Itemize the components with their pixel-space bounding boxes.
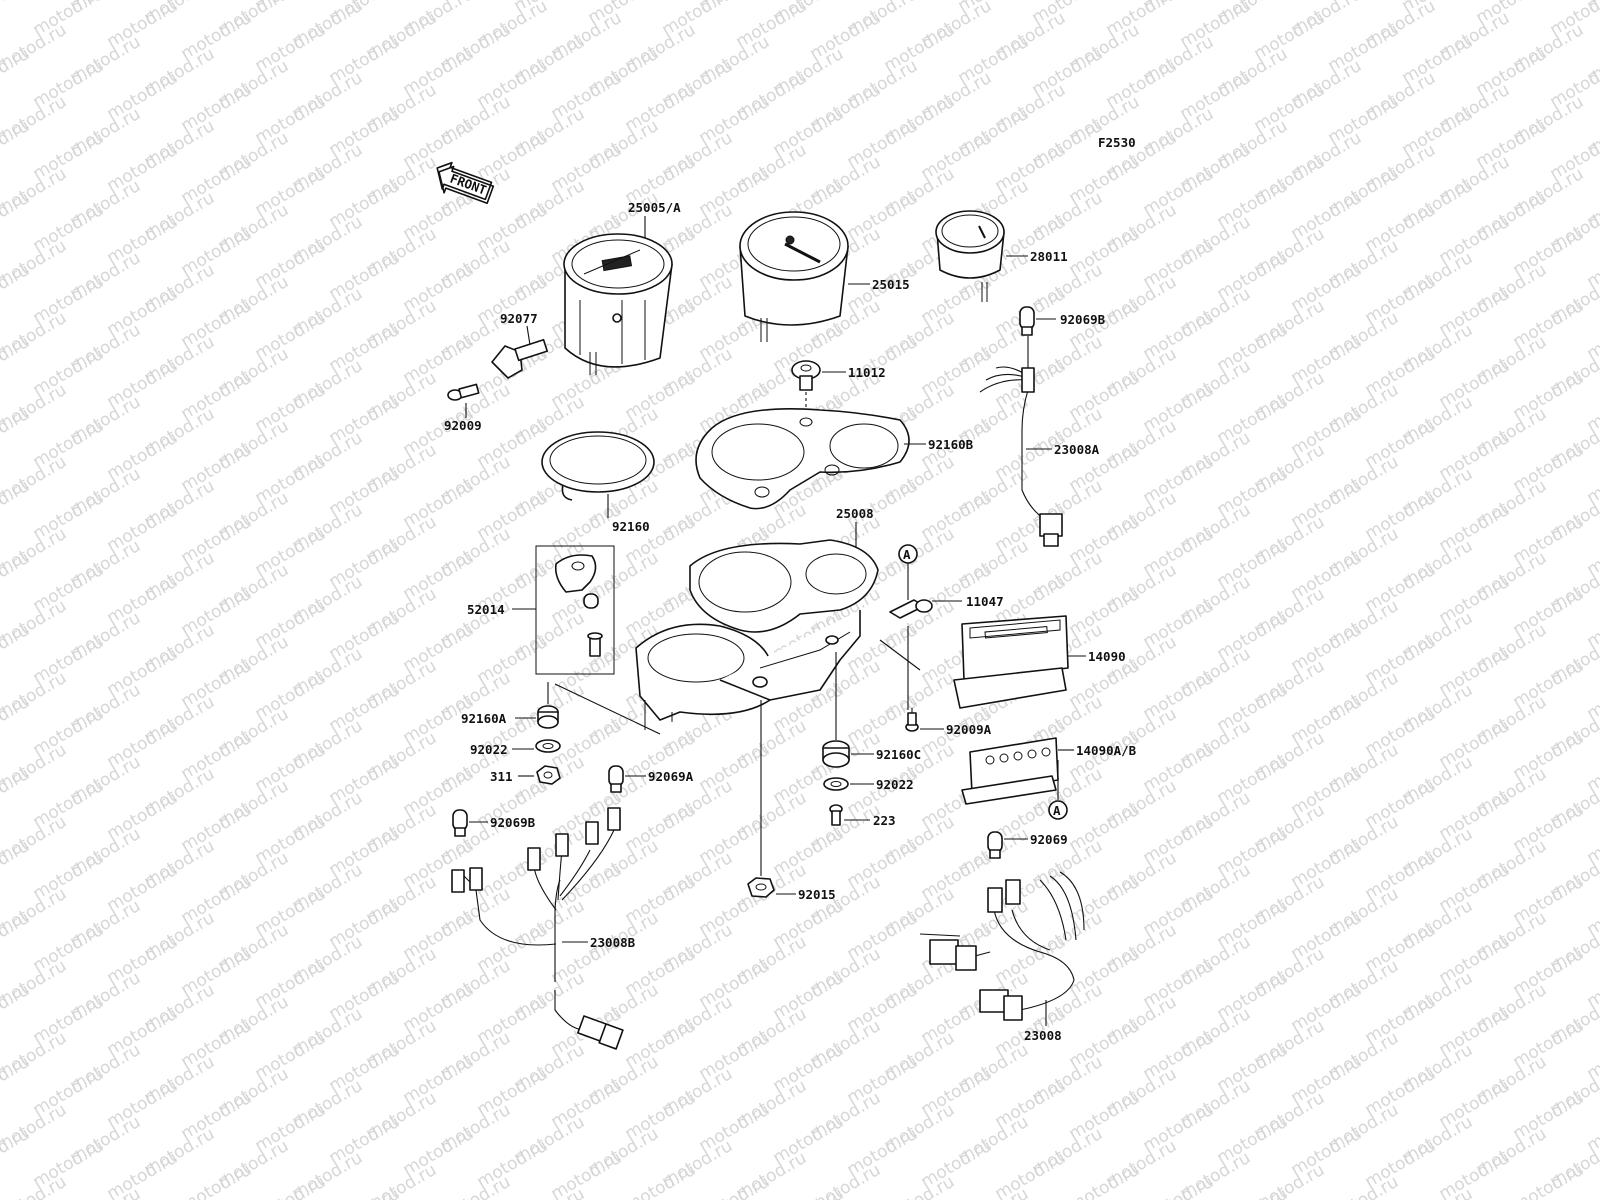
label-92160: 92160 <box>612 519 650 534</box>
label-92077: 92077 <box>500 311 538 326</box>
label-23008B: 23008B <box>590 935 636 950</box>
bulb-92069B-bottom <box>453 810 467 836</box>
label-25008: 25008 <box>836 506 874 521</box>
bulb-92069 <box>988 832 1002 858</box>
label-11012: 11012 <box>848 365 886 380</box>
watermark-text: motod.ru <box>548 1148 626 1200</box>
label-11047: 11047 <box>966 594 1004 609</box>
watermark-text: motod.ru <box>1066 1160 1144 1200</box>
label-92022-left: 92022 <box>470 742 508 757</box>
speedometer-25005 <box>564 234 672 375</box>
label-25015: 25015 <box>872 277 910 292</box>
label-23008A: 23008A <box>1054 442 1100 457</box>
watermark-text: motod.ru <box>1510 1160 1588 1200</box>
label-223: 223 <box>873 813 896 828</box>
ref-marker-a-bottom: A <box>1049 801 1067 819</box>
label-92160B: 92160B <box>928 437 974 452</box>
svg-text:A: A <box>903 547 911 562</box>
label-92069A: 92069A <box>648 769 694 784</box>
label-92160A: 92160A <box>461 711 507 726</box>
label-92009: 92009 <box>444 418 482 433</box>
label-92069: 92069 <box>1030 832 1068 847</box>
bulb-92069A <box>609 766 623 792</box>
screw-223 <box>830 805 842 825</box>
label-23008: 23008 <box>1024 1028 1062 1043</box>
grommet-11012 <box>792 361 820 390</box>
washer-92022-right <box>824 778 848 790</box>
label-14090AB: 14090A/B <box>1076 743 1137 758</box>
grommet-92160A <box>538 706 558 728</box>
label-92160C: 92160C <box>876 747 921 762</box>
label-311: 311 <box>490 769 513 784</box>
label-92022-right: 92022 <box>876 777 914 792</box>
svg-text:A: A <box>1053 803 1061 818</box>
label-28011: 28011 <box>1030 249 1068 264</box>
label-92069B-top: 92069B <box>1060 312 1106 327</box>
washer-92022-left <box>536 740 560 752</box>
label-92009A: 92009A <box>946 722 992 737</box>
label-14090: 14090 <box>1088 649 1126 664</box>
bulb-92069B-top <box>1020 307 1034 335</box>
watermark-text: motod.ru <box>0 0 33 28</box>
watermark-text: motod.ru <box>104 1148 182 1200</box>
watermark-text: motod.ru <box>992 1148 1070 1200</box>
housing-14090 <box>954 616 1068 708</box>
label-25005: 25005/A <box>628 200 681 215</box>
nut-311 <box>537 766 560 784</box>
watermark-text: motod.ru <box>1436 1148 1514 1200</box>
watermark-text: motod.ru <box>178 1160 256 1200</box>
watermark-text: motod.ru <box>622 1160 700 1200</box>
label-92069B-bottom: 92069B <box>490 815 536 830</box>
label-92015: 92015 <box>798 887 836 902</box>
case-25008 <box>636 540 878 730</box>
label-52014: 52014 <box>467 602 505 617</box>
grommet-92160C <box>823 741 849 767</box>
diagram-code: F2530 <box>1098 135 1136 150</box>
nut-92015 <box>748 878 774 897</box>
